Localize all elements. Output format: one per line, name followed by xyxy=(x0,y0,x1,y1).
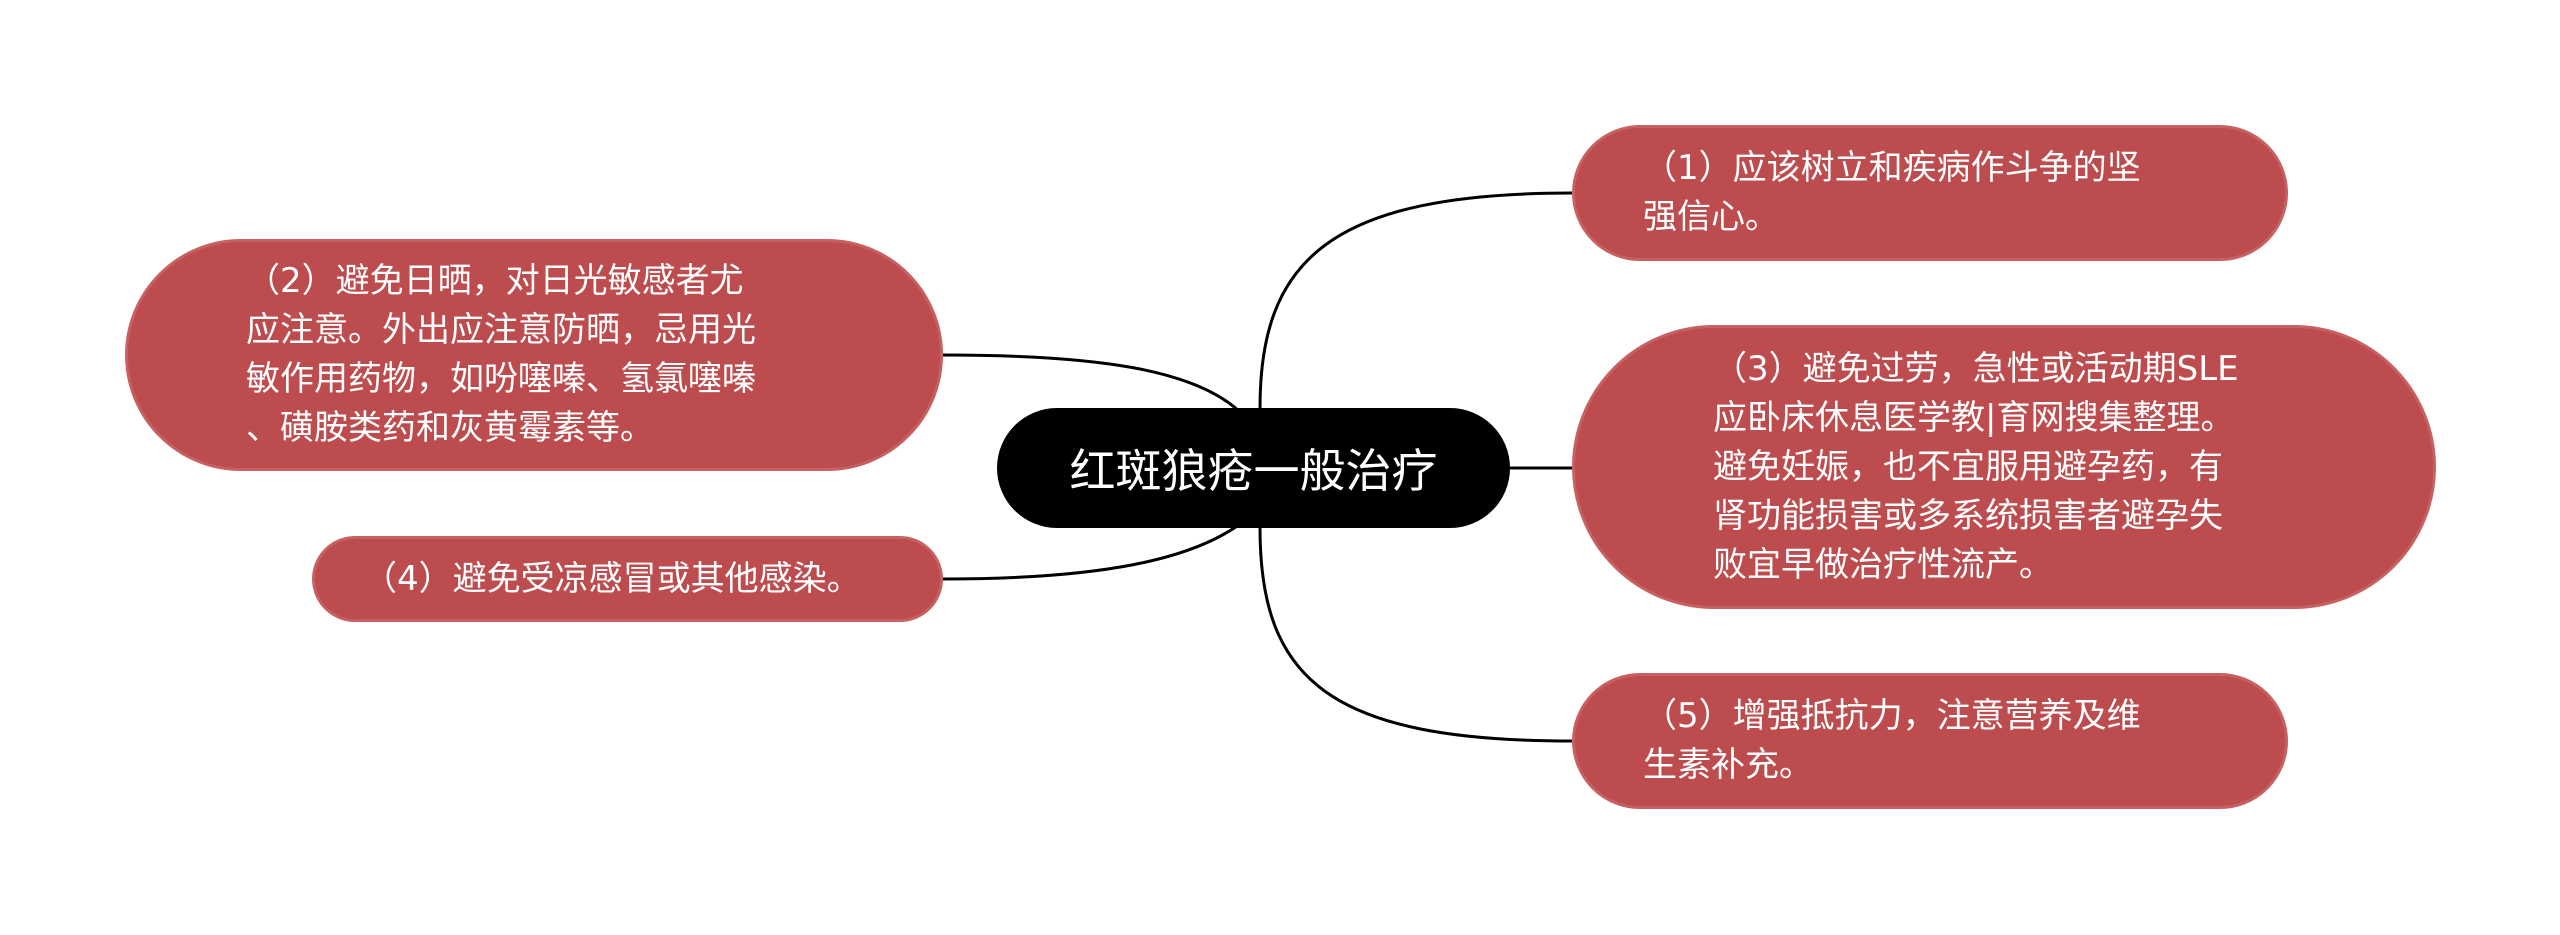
branch-node-1[interactable]: （1）应该树立和疾病作斗争的坚 强信心。 xyxy=(1572,125,2288,261)
branch-node-1-text: （1）应该树立和疾病作斗争的坚 强信心。 xyxy=(1643,148,2141,237)
branch-node-3[interactable]: （3）避免过劳，急性或活动期SLE 应卧床休息医学教|育网搜集整理。 避免妊娠，… xyxy=(1572,325,2436,609)
branch-node-4-text: （4）避免受凉感冒或其他感染。 xyxy=(363,558,861,599)
branch-node-2-text: （2）避免日晒，对日光敏感者尤 应注意。外出应注意防晒，忌用光 敏作用药物，如吩… xyxy=(246,261,756,448)
central-topic[interactable]: 红斑狼疮一般治疗 xyxy=(997,408,1510,528)
connector-to-node-1 xyxy=(1258,191,1573,409)
branch-node-5[interactable]: （5）增强抵抗力，注意营养及维 生素补充。 xyxy=(1572,673,2288,809)
central-topic-label: 红斑狼疮一般治疗 xyxy=(1069,444,1438,498)
branch-node-4[interactable]: （4）避免受凉感冒或其他感染。 xyxy=(312,536,943,622)
branch-node-5-text: （5）增强抵抗力，注意营养及维 生素补充。 xyxy=(1643,696,2141,785)
branch-node-3-text: （3）避免过劳，急性或活动期SLE 应卧床休息医学教|育网搜集整理。 避免妊娠，… xyxy=(1713,348,2239,585)
branch-node-2[interactable]: （2）避免日晒，对日光敏感者尤 应注意。外出应注意防晒，忌用光 敏作用药物，如吩… xyxy=(125,239,943,471)
connector-to-node-2 xyxy=(942,353,1242,414)
connector-to-node-5 xyxy=(1258,527,1573,743)
connector-to-node-4 xyxy=(942,522,1241,581)
